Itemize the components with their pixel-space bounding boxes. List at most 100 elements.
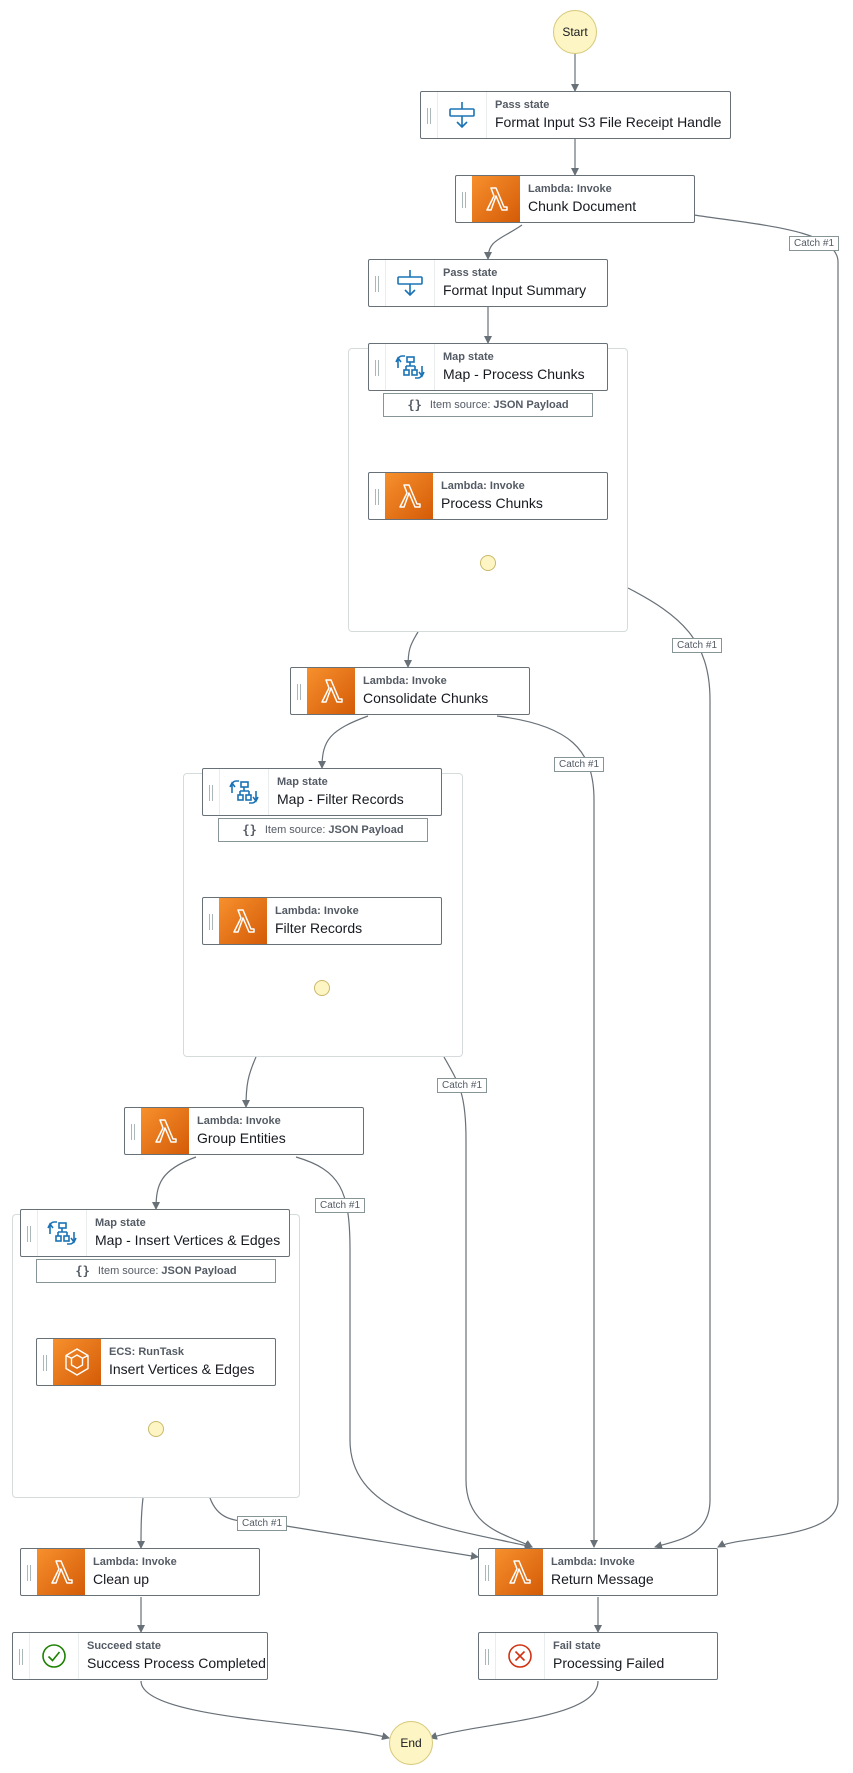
state-type: Pass state: [443, 267, 498, 279]
state-name: Filter Records: [275, 920, 363, 936]
state-name: Consolidate Chunks: [363, 690, 489, 706]
lambda-icon: [37, 1549, 85, 1595]
drag-handle[interactable]: [21, 1549, 37, 1595]
catch-edge-map2: [443, 1056, 533, 1548]
state-name: Format Input S3 File Receipt Handle: [495, 114, 722, 130]
catch-edge-map1: [627, 587, 711, 1549]
state-type: Lambda: Invoke: [275, 905, 359, 917]
state-chunk-document[interactable]: Lambda: Invoke Chunk Document: [455, 175, 695, 223]
end-label: End: [400, 1736, 422, 1750]
ecs-icon: [53, 1339, 101, 1385]
braces-icon: {}: [75, 1264, 90, 1278]
state-name: Map - Insert Vertices & Edges: [95, 1232, 281, 1248]
state-group-entities[interactable]: Lambda: Invoke Group Entities: [124, 1107, 364, 1155]
map-end-marker: [314, 980, 330, 996]
state-type: Succeed state: [87, 1640, 161, 1652]
item-source-value: JSON Payload: [493, 399, 569, 411]
state-process-chunks[interactable]: Lambda: Invoke Process Chunks: [368, 472, 608, 520]
pass-icon: [437, 92, 487, 138]
map-icon: [219, 769, 269, 815]
drag-handle[interactable]: [369, 260, 385, 306]
drag-handle[interactable]: [37, 1339, 53, 1385]
catch-label[interactable]: Catch #1: [315, 1198, 366, 1213]
state-insert-vertices[interactable]: ECS: RunTask Insert Vertices & Edges: [36, 1338, 276, 1386]
start-node[interactable]: Start: [553, 10, 597, 54]
map-end-marker: [480, 555, 496, 571]
edge-group-to-map3: [152, 1156, 197, 1210]
item-source-value: JSON Payload: [161, 1265, 237, 1277]
catch-edge-group: [295, 1156, 533, 1550]
drag-handle[interactable]: [421, 92, 437, 138]
state-name: Map - Process Chunks: [443, 366, 585, 382]
lambda-icon: [141, 1108, 189, 1154]
map-icon: [37, 1210, 87, 1256]
state-name: Group Entities: [197, 1130, 286, 1146]
item-source-value: JSON Payload: [328, 824, 404, 836]
catch-edge-chunk: [693, 214, 839, 1548]
drag-handle[interactable]: [369, 473, 385, 519]
state-type: Fail state: [553, 1640, 601, 1652]
state-consolidate-chunks[interactable]: Lambda: Invoke Consolidate Chunks: [290, 667, 530, 715]
state-map-insert-vertices[interactable]: Map state Map - Insert Vertices & Edges: [20, 1209, 290, 1257]
state-type: Lambda: Invoke: [363, 675, 447, 687]
edge-map3-to-cleanup: [137, 1497, 146, 1549]
item-source-badge: {} Item source: JSON Payload: [36, 1259, 276, 1283]
catch-label[interactable]: Catch #1: [554, 757, 605, 772]
catch-label[interactable]: Catch #1: [237, 1516, 288, 1531]
state-filter-records[interactable]: Lambda: Invoke Filter Records: [202, 897, 442, 945]
state-success[interactable]: Succeed state Success Process Completed: [12, 1632, 268, 1680]
state-type: Map state: [443, 351, 494, 363]
drag-handle[interactable]: [369, 344, 385, 390]
state-name: Process Chunks: [441, 495, 543, 511]
state-return-message[interactable]: Lambda: Invoke Return Message: [478, 1548, 718, 1596]
drag-handle[interactable]: [125, 1108, 141, 1154]
state-type: Pass state: [495, 99, 550, 111]
drag-handle[interactable]: [203, 898, 219, 944]
drag-handle[interactable]: [21, 1210, 37, 1256]
lambda-icon: [219, 898, 267, 944]
state-type: Lambda: Invoke: [93, 1556, 177, 1568]
item-source-badge: {} Item source: JSON Payload: [218, 818, 428, 842]
drag-handle[interactable]: [479, 1633, 495, 1679]
state-format-input-summary[interactable]: Pass state Format Input Summary: [368, 259, 608, 307]
end-node[interactable]: End: [389, 1721, 433, 1765]
state-name: Success Process Completed: [87, 1655, 266, 1671]
braces-icon: {}: [242, 823, 257, 837]
state-name: Map - Filter Records: [277, 791, 404, 807]
state-processing-failed[interactable]: Fail state Processing Failed: [478, 1632, 718, 1680]
drag-handle[interactable]: [291, 668, 307, 714]
start-label: Start: [562, 25, 588, 39]
drag-handle[interactable]: [13, 1633, 29, 1679]
lambda-icon: [495, 1549, 543, 1595]
item-source-badge: {} Item source: JSON Payload: [383, 393, 593, 417]
state-name: Format Input Summary: [443, 282, 587, 298]
braces-icon: {}: [407, 398, 422, 412]
state-clean-up[interactable]: Lambda: Invoke Clean up: [20, 1548, 260, 1596]
item-source-label: Item source:: [429, 399, 491, 411]
state-name: Clean up: [93, 1571, 150, 1587]
check-icon: [29, 1633, 79, 1679]
catch-label[interactable]: Catch #1: [672, 638, 723, 653]
state-format-input-s3[interactable]: Pass state Format Input S3 File Receipt …: [420, 91, 731, 139]
state-name: Return Message: [551, 1571, 654, 1587]
state-map-filter-records[interactable]: Map state Map - Filter Records: [202, 768, 442, 816]
edge-success-to-end: [140, 1680, 390, 1741]
item-source-label: Item source:: [97, 1265, 159, 1277]
edge-failed-to-end: [429, 1680, 599, 1740]
catch-edge-consolidate: [496, 715, 598, 1548]
state-type: Lambda: Invoke: [528, 183, 612, 195]
state-name: Chunk Document: [528, 198, 637, 214]
lambda-icon: [307, 668, 355, 714]
map-icon: [385, 344, 435, 390]
drag-handle[interactable]: [456, 176, 472, 222]
drag-handle[interactable]: [479, 1549, 495, 1595]
state-name: Processing Failed: [553, 1655, 665, 1671]
state-name: Insert Vertices & Edges: [109, 1361, 255, 1377]
drag-handle[interactable]: [203, 769, 219, 815]
edge-map1-to-consolidate: [404, 631, 419, 668]
fail-icon: [495, 1633, 545, 1679]
state-map-process-chunks[interactable]: Map state Map - Process Chunks: [368, 343, 608, 391]
catch-label[interactable]: Catch #1: [789, 236, 840, 251]
catch-label[interactable]: Catch #1: [437, 1078, 488, 1093]
state-type: ECS: RunTask: [109, 1346, 184, 1358]
